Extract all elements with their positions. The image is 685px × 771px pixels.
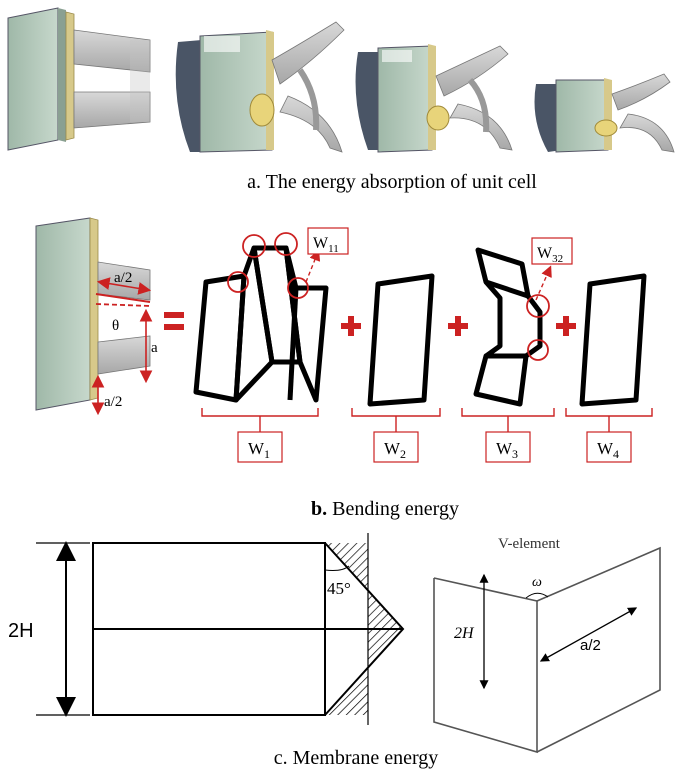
v-element-title: V-element <box>498 536 561 552</box>
v-element-height-label: 2H <box>454 625 475 642</box>
term-brackets <box>201 408 653 432</box>
panel-a-caption: a. The energy absorption of unit cell <box>247 171 537 193</box>
dim-line-dashed <box>95 303 151 307</box>
term-w1: W1 <box>248 439 270 461</box>
unit-cell-stage-3 <box>355 44 513 153</box>
shape-w3 <box>473 247 543 407</box>
plus-sign-3 <box>556 316 576 336</box>
dim-label-a: a <box>151 340 158 356</box>
unit-cell-stage-4 <box>534 73 675 153</box>
plus-sign-1 <box>341 316 361 336</box>
panel-b-unit-cell <box>35 217 153 416</box>
shape-w1 <box>193 245 329 403</box>
callout-box-w32 <box>531 237 573 265</box>
callout-w32: W32 <box>537 245 563 265</box>
term-w3: W3 <box>496 439 518 461</box>
callout-box-w11 <box>307 227 349 255</box>
equals-sign <box>164 312 184 330</box>
v-element-omega: ω <box>532 575 542 590</box>
v-element-diagram <box>433 546 661 754</box>
w32-highlight-circles <box>526 294 550 361</box>
dim-label-half-a-bottom: a/2 <box>104 394 122 410</box>
dim-label-theta: θ <box>112 318 119 334</box>
w11-highlight-circles <box>227 232 309 299</box>
shape-w4 <box>579 273 647 407</box>
panel-b-caption: b. Bending energy <box>311 498 459 520</box>
term-boxes <box>237 431 632 463</box>
unit-cell-stage-2 <box>175 21 345 153</box>
panel-a-renderings <box>7 7 675 153</box>
shape-w2 <box>367 273 435 407</box>
plus-sign-2 <box>448 316 468 336</box>
unit-cell-undeformed <box>7 7 151 151</box>
callout-w11: W11 <box>313 235 339 255</box>
height-label-2h: 2H <box>8 620 34 642</box>
term-w4: W4 <box>597 439 619 461</box>
v-element-width-label: a/2 <box>580 637 601 654</box>
panel-c-caption: c. Membrane energy <box>274 747 439 769</box>
dim-line-top <box>95 293 151 303</box>
dim-label-half-a-top: a/2 <box>114 270 132 286</box>
term-w2: W2 <box>384 439 406 461</box>
angle-label-45: 45° <box>327 579 351 598</box>
membrane-diagram <box>36 533 405 725</box>
